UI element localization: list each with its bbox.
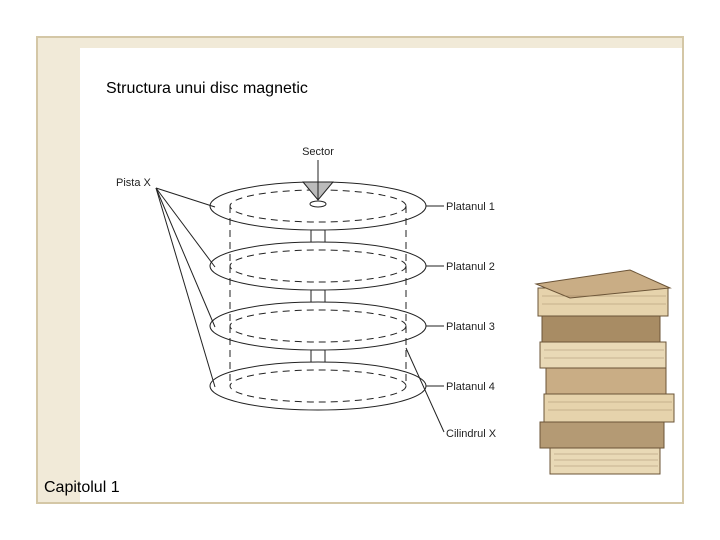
platter-3 [210, 302, 426, 350]
platter-2 [210, 242, 426, 290]
sector-label: Sector [302, 146, 334, 158]
chapter-footer: Capitolul 1 [44, 479, 120, 497]
platter-4 [210, 362, 426, 410]
track-pointers [156, 188, 215, 387]
cylinder-label: Cilindrul X [446, 428, 497, 440]
books-image [520, 262, 685, 484]
track-label: Pista X [116, 177, 152, 189]
platter-label-3: Platanul 3 [446, 321, 495, 333]
platter-label-4: Platanul 4 [446, 381, 495, 393]
platter-label-2: Platanul 2 [446, 261, 495, 273]
platter-label-1: Platanul 1 [446, 201, 495, 213]
